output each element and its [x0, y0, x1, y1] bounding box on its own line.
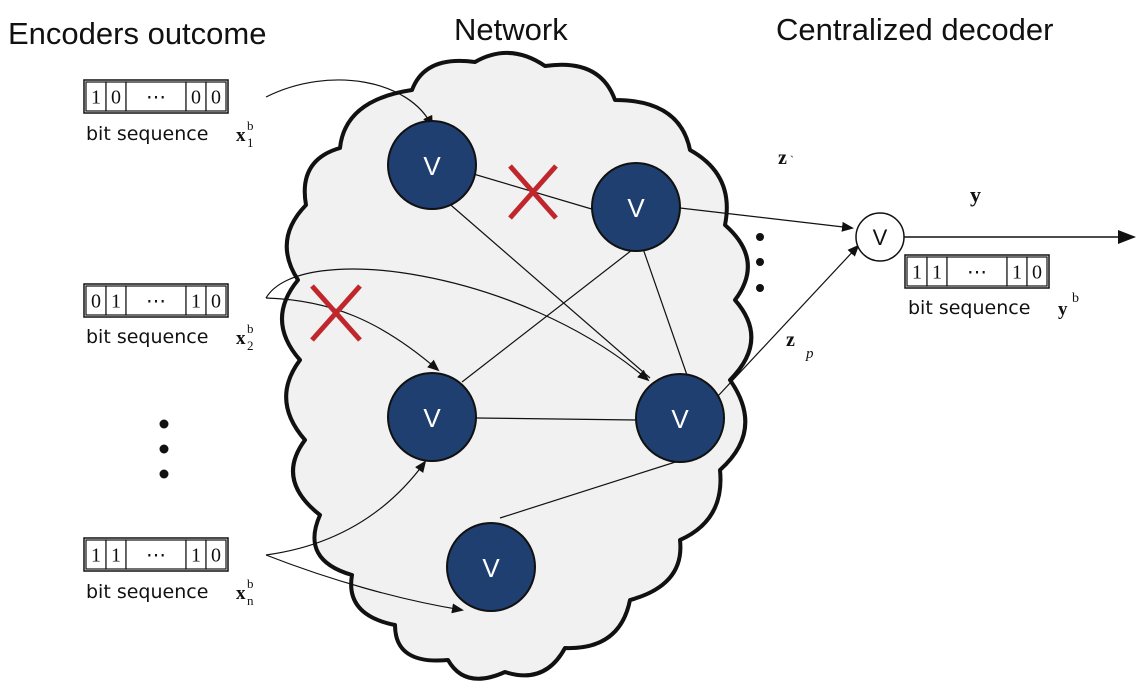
edge-n4-n5 [499, 457, 689, 519]
arrow-x2-n3 [265, 297, 440, 372]
header-network: Network [454, 12, 568, 47]
bit-value: 0 [211, 291, 221, 313]
bit-value: 1 [191, 545, 201, 567]
svg-text:bit sequence: bit sequence [86, 326, 208, 348]
cross-x-icon [508, 164, 558, 220]
input-arrows [265, 79, 650, 614]
bit-cell [205, 81, 227, 112]
node-3: V [387, 372, 477, 462]
svg-text:z: z [786, 329, 795, 351]
edge-n3-n5 [475, 417, 637, 421]
bit-value: 1 [191, 291, 201, 313]
bit-value: 0 [211, 545, 221, 567]
svg-text:V: V [423, 151, 441, 181]
red-crosses [310, 164, 558, 342]
bit-value: 0 [1032, 262, 1042, 284]
svg-text:bit sequence: bit sequence [86, 123, 208, 145]
svg-text:V: V [671, 404, 689, 434]
bit-value: 1 [91, 87, 101, 109]
svg-text:bit sequence: bit sequence [908, 297, 1030, 319]
edge-n2-n5 [639, 239, 689, 379]
bit-value: 1 [932, 262, 942, 284]
svg-text:bit sequence: bit sequence [86, 581, 208, 603]
or-gate: V [855, 212, 905, 262]
network-nodes: V V V V V [387, 120, 725, 612]
arrow-x2-n5 [265, 268, 650, 382]
svg-text:y: y [1058, 299, 1068, 320]
arrow-x1-n1 [265, 79, 433, 128]
bit-cell [205, 285, 227, 316]
bit-value: 1 [912, 262, 922, 284]
bit-cell [125, 81, 187, 112]
bit-value: 1 [111, 545, 121, 567]
caption-xn: bit sequence x b n [86, 576, 254, 608]
bit-value: 1 [1012, 262, 1022, 284]
svg-text:V: V [423, 403, 441, 433]
svg-text:b: b [247, 118, 254, 133]
bit-cell [946, 256, 1008, 287]
bit-cell [125, 285, 187, 316]
svg-text:2: 2 [247, 338, 254, 353]
svg-text:1: 1 [247, 135, 254, 150]
svg-text:p: p [805, 346, 814, 362]
header-encoders-outcome: Encoders outcome [8, 16, 266, 51]
svg-text:n: n [247, 593, 254, 608]
node-5: V [635, 373, 725, 463]
edge-n1-n2 [459, 169, 596, 211]
edge-n1-n5 [444, 199, 651, 379]
caption-x1: bit sequence x b 1 [86, 118, 254, 150]
bit-value: ⋯ [146, 545, 166, 567]
bit-value: 0 [91, 291, 101, 313]
svg-text:b: b [247, 321, 254, 336]
svg-text:V: V [482, 553, 500, 583]
svg-text:b: b [1072, 291, 1079, 306]
label-z: z ` [778, 147, 794, 169]
header-centralized-decoder: Centralized decoder [776, 12, 1053, 47]
bit-value: ⋯ [146, 291, 166, 313]
arrow-xn-n4 [265, 554, 464, 614]
node-2: V [591, 162, 681, 252]
ellipsis-encoders [159, 419, 169, 479]
cross-x-icon [310, 284, 362, 342]
bit-cell [125, 539, 187, 570]
caption-x2: bit sequence x b 2 [86, 321, 254, 353]
svg-text:x: x [236, 583, 246, 604]
svg-text:b: b [247, 576, 254, 591]
bit-cell [1026, 256, 1048, 287]
svg-text:V: V [873, 225, 888, 250]
bit-value: 1 [111, 291, 121, 313]
bit-cell [205, 539, 227, 570]
svg-text:V: V [627, 193, 645, 223]
bit-value: ⋯ [146, 87, 166, 109]
bit-value: 0 [111, 87, 121, 109]
svg-text:`: ` [790, 153, 794, 167]
edge-n2-decoder [679, 207, 854, 232]
edge-n5-decoder [717, 244, 860, 397]
label-zp: z p [786, 329, 814, 362]
svg-text:x: x [236, 328, 246, 349]
svg-text:z: z [778, 147, 787, 169]
bit-value: 0 [191, 87, 201, 109]
bit-value: 1 [91, 545, 101, 567]
node-1: V [387, 120, 477, 210]
svg-text:x: x [236, 125, 246, 146]
label-y: y [970, 182, 981, 207]
ellipsis-network [756, 233, 764, 292]
bit-value: 0 [211, 87, 221, 109]
node-4: V [446, 522, 536, 612]
bit-value: ⋯ [967, 262, 987, 284]
arrow-xn-n3 [265, 460, 427, 556]
caption-y: bit sequence y b [908, 291, 1079, 320]
